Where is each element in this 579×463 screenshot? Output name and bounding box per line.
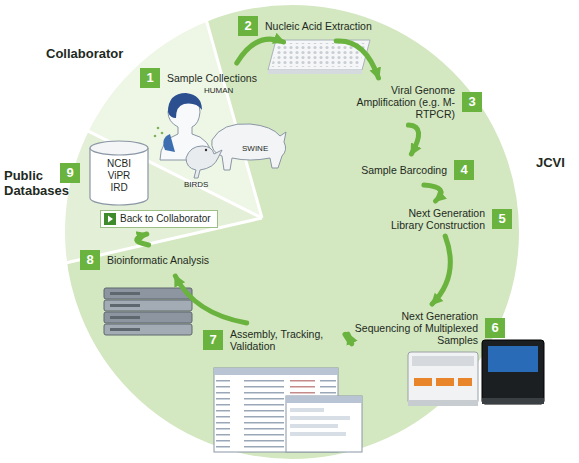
species-label: SWINE [242, 144, 282, 153]
step-box: 7 Assembly, Tracking, Validation [203, 328, 342, 352]
step-box: 3 Viral Genome Amplification (e.g. M-RTPC… [330, 84, 482, 120]
cylinder-body [90, 148, 148, 205]
step-label: Sample Barcoding [352, 164, 447, 176]
database-sector [0, 87, 262, 278]
button-icon [104, 213, 116, 225]
step-box: 8 Bioinformatic Analysis [80, 250, 222, 270]
step-number: 1 [140, 68, 160, 88]
database-cylinder: NCBI ViPR IRD [88, 140, 150, 206]
sequencer-machines [408, 340, 544, 406]
bird-figure [186, 146, 222, 178]
step-number: 4 [454, 160, 474, 180]
database-row: 9 NCBI ViPR IRD [60, 140, 150, 206]
step-box: 1 Sample Collections [140, 68, 267, 88]
flow-arrow [336, 41, 378, 78]
region-label: JCVI [536, 155, 576, 170]
software-screens [214, 368, 362, 452]
species-label: BIRDS [184, 180, 224, 189]
step-number: 8 [80, 250, 100, 270]
step-box: 5 Next Generation Library Construction [385, 207, 512, 231]
collaborator-sector [0, 0, 262, 218]
step-number: 5 [492, 209, 512, 229]
step-number: 9 [60, 163, 80, 183]
flow-arrow [408, 125, 418, 154]
human-figure [154, 93, 214, 160]
step-box: 2 Nucleic Acid Extraction [238, 16, 400, 36]
step-label: Next Generation Library Construction [385, 207, 485, 231]
cylinder-top [90, 141, 148, 155]
step-box: 6 Next Generation Sequencing of Multiplex… [350, 310, 505, 346]
species-label: HUMAN [204, 86, 254, 95]
step-number: 6 [485, 318, 505, 338]
swine-figure [212, 124, 286, 170]
flow-arrow [424, 185, 441, 201]
step-label: Assembly, Tracking, Validation [230, 328, 342, 352]
step-number: 2 [238, 16, 258, 36]
step-number: 3 [462, 92, 482, 112]
step-number: 7 [203, 330, 223, 350]
button-icon-arrow [108, 216, 113, 223]
database-names: NCBI ViPR IRD [99, 158, 139, 194]
region-label: Collaborator [46, 46, 156, 61]
back-button: Back to Collaborator [100, 210, 218, 228]
flow-arrow [175, 276, 246, 323]
step-label: Sample Collections [167, 72, 267, 84]
step-label: Nucleic Acid Extraction [265, 20, 400, 32]
step-label: Bioinformatic Analysis [107, 254, 222, 266]
step-box: 4 Sample Barcoding [352, 160, 474, 180]
flow-arrow [345, 334, 352, 344]
button-icon-square [104, 213, 116, 225]
step-label: Viral Genome Amplification (e.g. M-RTPCR… [330, 84, 455, 120]
button-text: Back to Collaborator [120, 213, 211, 225]
flow-arrow [432, 236, 450, 304]
step-label: Next Generation Sequencing of Multiplexe… [350, 310, 478, 346]
flow-arrow [137, 234, 149, 245]
server-stack [104, 288, 192, 335]
flow-arrow [237, 39, 284, 63]
region-label: Public Databases [4, 168, 66, 198]
